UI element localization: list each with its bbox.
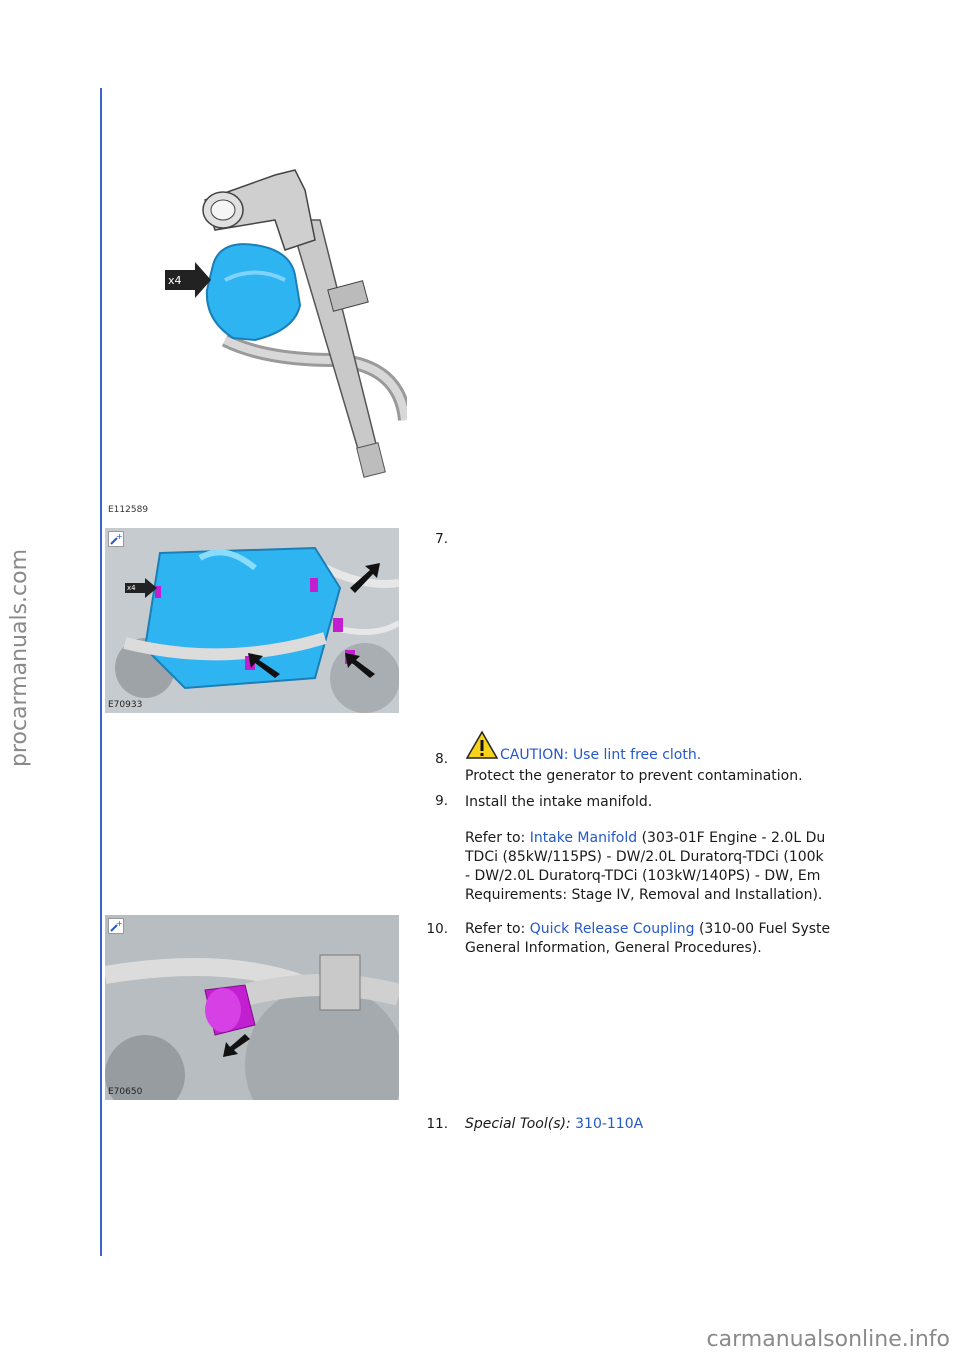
step-number: 10. [426,921,448,937]
refer-line: - DW/2.0L Duratorq-TDCi (103kW/140PS) - … [465,868,821,884]
tool-310-110A-link[interactable]: 310-110A [575,1116,644,1132]
figure-callout-label: x4 [127,584,136,592]
step-text: Protect the generator to prevent contami… [465,768,803,784]
figure-fuel-rail-cover: x4 + E70933 [105,528,399,713]
zoom-icon[interactable]: + [108,531,124,547]
step-number: 8. [435,751,448,767]
step-text: Install the intake manifold. [465,794,653,810]
figure-quick-release-coupling: + E70650 [105,915,399,1100]
refer-block: Refer to: Intake Manifold (303-01F Engin… [465,829,875,848]
refer-line: (303-01F Engine - 2.0L Du [637,830,826,846]
refer-block: Refer to: Quick Release Coupling (310-00… [465,920,875,939]
warning-icon [465,730,499,759]
quick-release-coupling-link[interactable]: Quick Release Coupling [529,921,695,937]
refer-line: General Information, General Procedures)… [465,940,762,956]
footer-watermark: carmanualsonline.info [706,1327,950,1352]
svg-text:+: + [116,532,123,541]
svg-text:+: + [116,919,123,928]
step-number: 9. [435,793,448,809]
step-number: 7. [435,531,448,547]
refer-line: (310-00 Fuel Syste [694,921,831,937]
special-tool-line: Special Tool(s): 310-110A [465,1115,643,1134]
side-watermark: procarmanuals.com [7,548,32,768]
refer-line: TDCi (85kW/115PS) - DW/2.0L Duratorq-TDC… [465,849,824,865]
left-margin-rule [100,88,102,1256]
figure-callout-label: x4 [168,274,182,287]
figure-code: E70933 [108,700,143,710]
figure-injector: x4 [105,90,407,502]
figure-code: E70650 [108,1087,143,1097]
caution-text: CAUTION: Use lint free cloth. [500,747,702,763]
intake-manifold-link[interactable]: Intake Manifold [529,830,638,846]
special-tool-label: Special Tool(s): [465,1116,576,1132]
refer-line: Requirements: Stage IV, Removal and Inst… [465,887,823,903]
refer-prefix: Refer to: [465,830,530,846]
step-number: 11. [426,1116,448,1132]
refer-prefix: Refer to: [465,921,530,937]
zoom-icon[interactable]: + [108,918,124,934]
figure-code: E112589 [108,505,149,515]
